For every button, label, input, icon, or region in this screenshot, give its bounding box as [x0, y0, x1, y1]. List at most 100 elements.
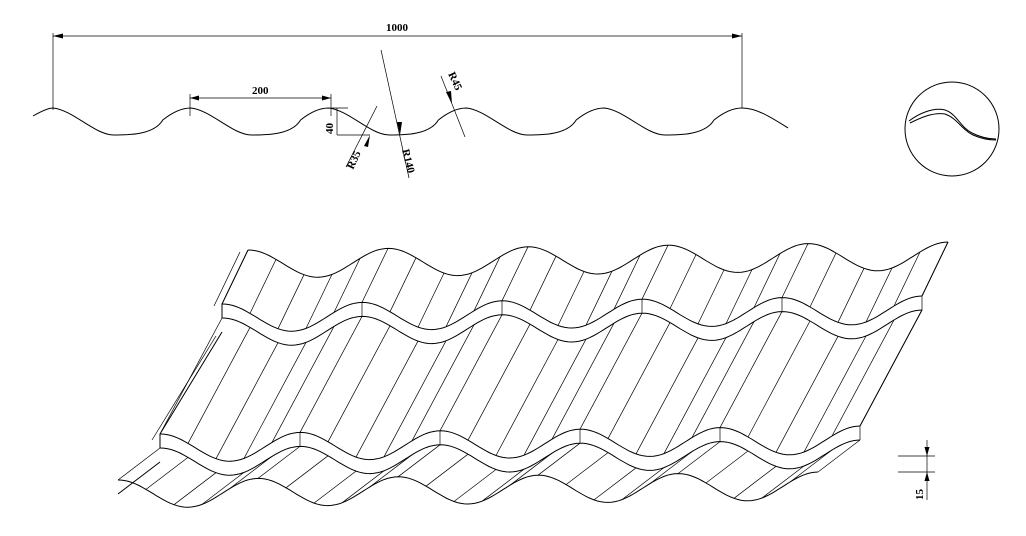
panel-top-edge: [247, 241, 949, 278]
rib-line: [893, 251, 921, 307]
rib-line: [389, 257, 417, 312]
isometric-panel: [117, 241, 949, 508]
rib-line: [585, 271, 613, 326]
dimension-pitch: 200: [189, 85, 332, 116]
profile-curve: [32, 107, 789, 136]
arrow-right: [732, 33, 742, 39]
rib-line: [473, 256, 501, 311]
pitch-label: 200: [252, 85, 269, 97]
rib-line: [285, 455, 329, 489]
rib-line: [649, 451, 693, 484]
arrow-right: [322, 95, 331, 101]
radius-r45-label: R45: [445, 70, 464, 93]
rib-line: [313, 470, 357, 504]
rib-line: [467, 324, 531, 441]
rib-line: [705, 450, 749, 484]
panel-left-edge-top: [221, 249, 249, 318]
rib-line: [725, 269, 753, 324]
dimension-step-height: 15: [898, 440, 935, 500]
rib-line: [865, 267, 893, 323]
rib-line: [249, 259, 277, 314]
rib-line: [509, 452, 553, 486]
rib-line: [663, 337, 727, 454]
height-label: 40: [324, 123, 336, 135]
rib-line: [439, 314, 503, 431]
rib-line: [417, 272, 445, 328]
leader-line: [440, 75, 466, 138]
rib-line: [383, 340, 447, 457]
rib-line: [369, 454, 413, 488]
rib-line: [327, 325, 391, 442]
rib-line: [187, 327, 251, 444]
rib-line: [341, 470, 385, 504]
panel-left-edge-inner: [213, 251, 241, 307]
rib-line: [411, 324, 475, 441]
rib-line: [271, 326, 335, 443]
rib-line: [201, 472, 245, 505]
leader-line: [380, 49, 410, 179]
rib-line: [635, 337, 699, 455]
dimension-height: 40: [324, 107, 370, 136]
rib-line: [229, 456, 273, 489]
rib-line: [173, 472, 217, 505]
detail-curve-lower: [909, 113, 997, 141]
dimension-overall-width: 1000: [52, 22, 743, 110]
rib-line: [803, 335, 867, 453]
panel-right-edge-mid: [859, 309, 923, 427]
detail-view: [904, 81, 1000, 177]
arrow-top: [924, 447, 930, 456]
rib-line: [641, 245, 669, 300]
rib-line: [809, 252, 837, 308]
rib-line: [445, 272, 473, 327]
rib-line: [299, 316, 363, 433]
arrow-left: [53, 33, 63, 39]
rib-line: [837, 268, 865, 323]
rib-line: [551, 323, 615, 440]
detail-curve-upper: [908, 108, 997, 140]
rib-line: [425, 453, 469, 487]
rib-line: [523, 339, 587, 456]
rib-line: [669, 254, 697, 309]
rib-line: [361, 248, 389, 303]
panel-right-edge-top: [921, 241, 949, 297]
leader-arrow: [364, 135, 370, 147]
panel-bottom-edge: [117, 471, 819, 508]
overall-width-label: 1000: [386, 22, 409, 34]
rib-line: [733, 466, 777, 499]
rib-line: [481, 468, 525, 502]
rib-line: [117, 447, 161, 481]
rib-line: [529, 256, 557, 311]
arrow-bottom: [924, 472, 930, 481]
rib-line: [817, 439, 861, 473]
rib-line: [593, 467, 637, 501]
rib-line: [557, 271, 585, 326]
rib-line: [607, 322, 671, 439]
rib-line: [781, 243, 809, 298]
rib-line: [537, 442, 581, 476]
rib-line: [215, 342, 279, 459]
rib-line: [257, 446, 301, 479]
rib-line: [761, 465, 805, 499]
dimension-radius-r45: R45: [440, 70, 466, 138]
rib-line: [613, 255, 641, 310]
rib-line: [697, 269, 725, 325]
rib-line: [501, 246, 529, 301]
rib-line: [243, 342, 307, 459]
rib-line: [495, 339, 559, 456]
rib-line: [831, 319, 895, 437]
rib-line: [775, 336, 839, 453]
panel-left-edge-mid-inner: [151, 335, 217, 441]
cross-section-profile: [32, 107, 789, 136]
radius-r35-label: R35: [345, 149, 364, 172]
detail-circle: [904, 81, 1000, 177]
rib-line: [305, 274, 333, 329]
panel-left-edge-bottom: [117, 461, 161, 495]
arrow-left: [190, 95, 199, 101]
step-row-1-bottom: [221, 309, 923, 346]
step-row-1-top: [221, 295, 923, 332]
rib-line: [355, 340, 419, 458]
rib-line: [719, 311, 783, 428]
rib-line: [145, 457, 189, 490]
